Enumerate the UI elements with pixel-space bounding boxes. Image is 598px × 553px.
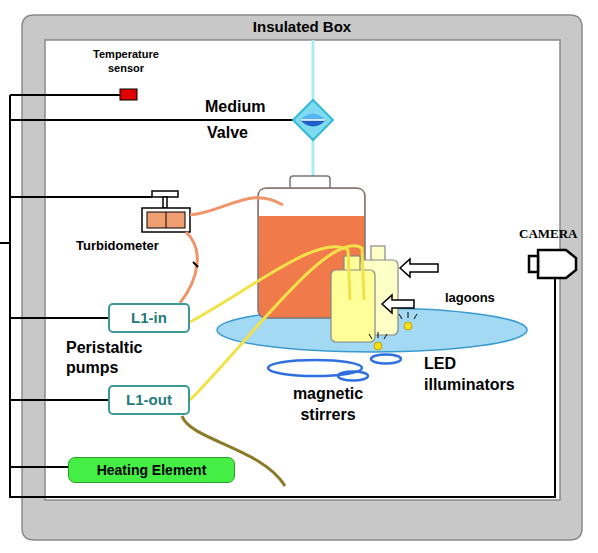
node-label: Heating Element [97, 461, 207, 479]
orange-tube [180, 232, 197, 303]
camera-lens [529, 256, 538, 272]
temperature-sensor [120, 89, 137, 100]
turbidometer-label: Turbidometer [76, 238, 159, 253]
pump-label: Peristaltic pumps [66, 338, 166, 378]
led-illuminator [374, 342, 382, 350]
turbidometer-stem [163, 197, 167, 208]
lagoon-label: lagoons [445, 290, 495, 305]
camera-body [538, 250, 576, 278]
valve-lens-bottom [300, 120, 326, 127]
insulated-box: Insulated BoxL1-inL1-outHeating Element [22, 15, 582, 540]
camera-label: CAMERA [519, 226, 578, 241]
heater-box: Heating Element [68, 457, 235, 483]
tube-clip [193, 262, 198, 267]
sensor-label: Temperature sensor [82, 47, 170, 75]
control-wire [0, 95, 555, 497]
valve-lens-top [300, 114, 326, 121]
lagoon [331, 270, 375, 342]
pointer-arrow [400, 259, 438, 277]
led-rays [369, 312, 417, 339]
node-label: L1-out [126, 391, 172, 409]
stirrer-label: magnetic stirrers [278, 383, 378, 425]
magnetic-stirrer [371, 355, 401, 364]
turbidometer-cell [147, 212, 185, 228]
turbidometer-body [142, 208, 190, 232]
orange-tube [190, 198, 283, 215]
valve-label: Valve [207, 125, 248, 141]
magnetic-stirrer [338, 372, 368, 381]
pump-box: L1-in [108, 303, 190, 333]
yellow-tube [190, 246, 364, 400]
turbidometer-divider [166, 212, 167, 228]
valve-diamond [293, 100, 333, 140]
insulated-box-frame [22, 15, 582, 540]
turbidometer-head [152, 191, 178, 197]
box-title: Insulated Box [22, 15, 582, 36]
led-illuminator [404, 322, 412, 330]
node-label: L1-in [131, 309, 167, 327]
valve-lens-line [301, 119, 325, 121]
pump-box: L1-out [108, 385, 190, 415]
led-label: LED illuminators [424, 353, 536, 395]
pointer-arrow [382, 295, 414, 313]
magnetic-stirrer [268, 360, 362, 376]
valve-label: Medium [205, 99, 265, 115]
